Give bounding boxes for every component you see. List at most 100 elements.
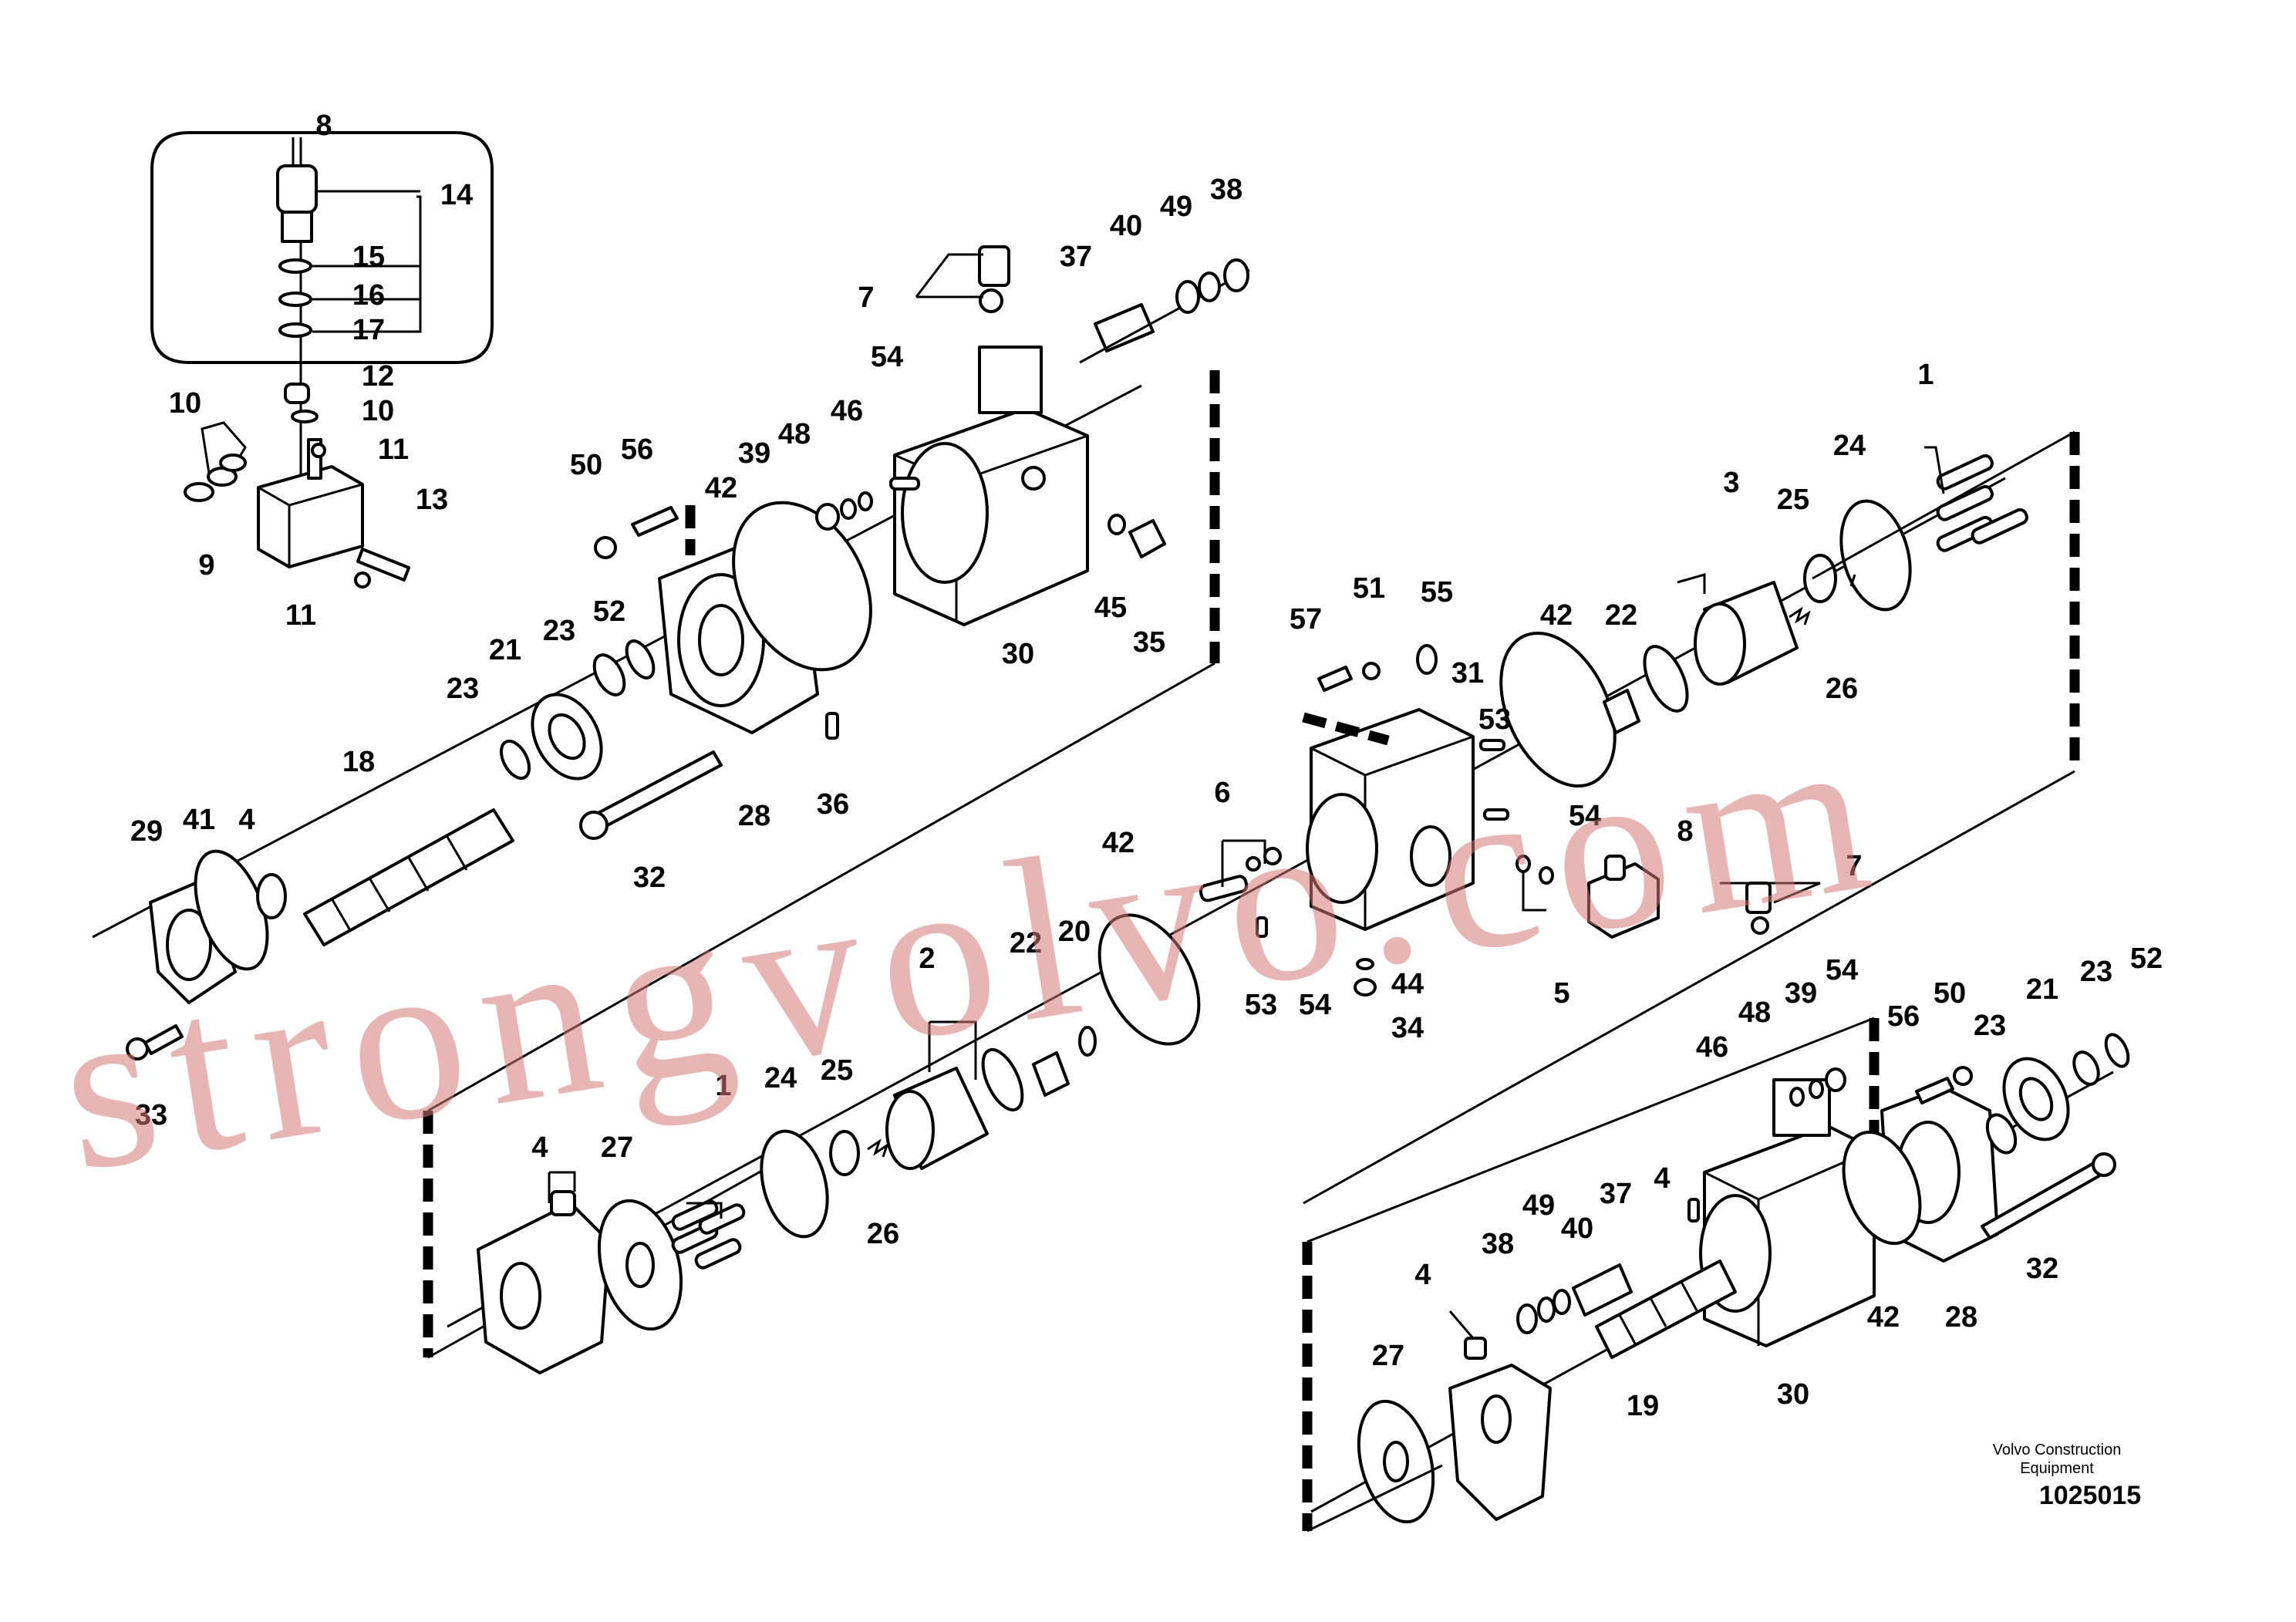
washer-part — [1985, 1113, 2018, 1155]
front-cover-bore — [166, 909, 212, 981]
ring-part — [1416, 644, 1438, 675]
thrust-washer-bore — [625, 1242, 655, 1288]
plug-part — [1128, 519, 1166, 558]
o-ring-part — [278, 322, 312, 338]
label-25-lower: 25 — [821, 1054, 853, 1087]
nut-part — [815, 503, 840, 531]
label-4-partial-lower: 4 — [1654, 1162, 1670, 1195]
regulator-part — [1094, 303, 1155, 352]
solenoid-valve-part — [1587, 862, 1660, 939]
leader-1a — [1924, 446, 1945, 494]
shaft-splines — [330, 836, 468, 932]
label-39-upper: 39 — [738, 437, 770, 470]
leader-7a-branch — [915, 253, 983, 298]
pin-part — [1479, 739, 1505, 751]
upper-housing-group — [92, 245, 1250, 1061]
label-27-lower-left: 27 — [601, 1131, 633, 1164]
washer-part — [2072, 1050, 2100, 1086]
cylinder-face — [1694, 602, 1746, 686]
drive-shaft-part — [303, 808, 514, 946]
solenoid-part — [276, 164, 318, 214]
label-49-upper: 49 — [1160, 191, 1192, 223]
label-12: 12 — [362, 360, 394, 393]
label-2: 2 — [919, 943, 935, 975]
regulator-part — [1572, 1263, 1633, 1317]
label-46-lower: 46 — [1696, 1031, 1728, 1064]
piston-part — [694, 1238, 742, 1270]
label-4-lower-left: 4 — [531, 1131, 548, 1164]
label-54-centre: 54 — [1569, 800, 1601, 832]
leader-3 — [1677, 573, 1856, 594]
bolt-head-part — [579, 811, 609, 840]
label-18: 18 — [342, 746, 375, 778]
piston-part — [1936, 484, 1994, 521]
label-25-upper: 25 — [1777, 484, 1809, 516]
washer-part — [499, 739, 531, 781]
label-30-lower: 30 — [1777, 1378, 1809, 1411]
label-22-centre: 22 — [1605, 599, 1637, 632]
valve-plate-bore — [1306, 793, 1378, 904]
label-26-lower: 26 — [867, 1218, 899, 1250]
caption-line-1: Volvo Construction — [1992, 1442, 2122, 1458]
label-52-upper: 52 — [593, 595, 625, 628]
screw-part — [354, 572, 371, 588]
snap-ring-part — [625, 639, 656, 679]
part-labels: 8 14 15 16 17 12 10 10 11 13 9 11 7 37 4… — [130, 110, 2163, 1422]
label-46-upper: 46 — [831, 395, 863, 427]
label-27-lower-right: 27 — [1372, 1340, 1404, 1372]
lower-right-group — [1310, 1033, 2130, 1524]
label-14: 14 — [440, 179, 473, 211]
label-10-right: 10 — [362, 395, 394, 427]
piston-part — [1936, 454, 1994, 491]
o-ring-large-part — [1097, 913, 1201, 1046]
plate-part — [1643, 645, 1689, 713]
seal-ring-part — [219, 454, 247, 472]
label-30-upper: 30 — [1002, 638, 1034, 670]
leader-14-17 — [312, 195, 422, 333]
leader-6 — [1221, 839, 1266, 887]
label-33: 33 — [135, 1099, 167, 1131]
leader-1b — [686, 1202, 723, 1219]
label-23-upper-a: 23 — [543, 615, 575, 647]
label-44: 44 — [1391, 968, 1424, 1000]
plug-part — [284, 383, 310, 404]
cylinder-face — [885, 1090, 935, 1170]
swash-plate-part — [477, 1202, 611, 1374]
label-40-lower: 40 — [1561, 1212, 1593, 1245]
label-42-lower: 42 — [1102, 827, 1135, 859]
regulator-axis — [1079, 268, 1250, 364]
shaft-splines — [1618, 1281, 1698, 1344]
housing-top-port — [978, 346, 1043, 414]
label-28-lower: 28 — [1945, 1301, 1977, 1334]
leader-2 — [928, 1020, 977, 1080]
piston-part — [671, 1199, 719, 1231]
label-9: 9 — [198, 549, 214, 582]
label-40-upper: 40 — [1110, 210, 1142, 242]
valve-block-edges — [258, 483, 363, 567]
label-42-lower-right: 42 — [1867, 1301, 1900, 1334]
valve-block-part — [257, 465, 364, 568]
label-5: 5 — [1553, 977, 1569, 1010]
bolt-part — [356, 548, 410, 582]
housing-bore — [901, 442, 989, 584]
leader-5 — [1522, 872, 1546, 912]
retainer-part — [1803, 554, 1837, 603]
label-23-upper-b: 23 — [447, 673, 479, 705]
label-31: 31 — [1451, 657, 1484, 690]
label-19: 19 — [1627, 1390, 1659, 1422]
bolt-head-part — [2092, 1152, 2116, 1177]
ring-part — [1553, 1289, 1571, 1315]
nut-part — [1825, 1067, 1846, 1092]
ball-guide-part — [829, 1130, 860, 1176]
label-55: 55 — [1421, 576, 1453, 609]
label-22-lower: 22 — [1010, 927, 1042, 959]
seal-part — [256, 873, 287, 919]
o-ring-large-part — [1499, 631, 1617, 788]
boundary-line — [1812, 430, 2075, 580]
label-38-upper: 38 — [1210, 174, 1242, 206]
label-49-lower: 49 — [1522, 1189, 1555, 1222]
o-ring-part — [278, 258, 312, 274]
needle-bearing-part — [1032, 1051, 1070, 1097]
label-21-lower: 21 — [2026, 973, 2058, 1006]
drive-shaft-part — [1595, 1259, 1737, 1359]
